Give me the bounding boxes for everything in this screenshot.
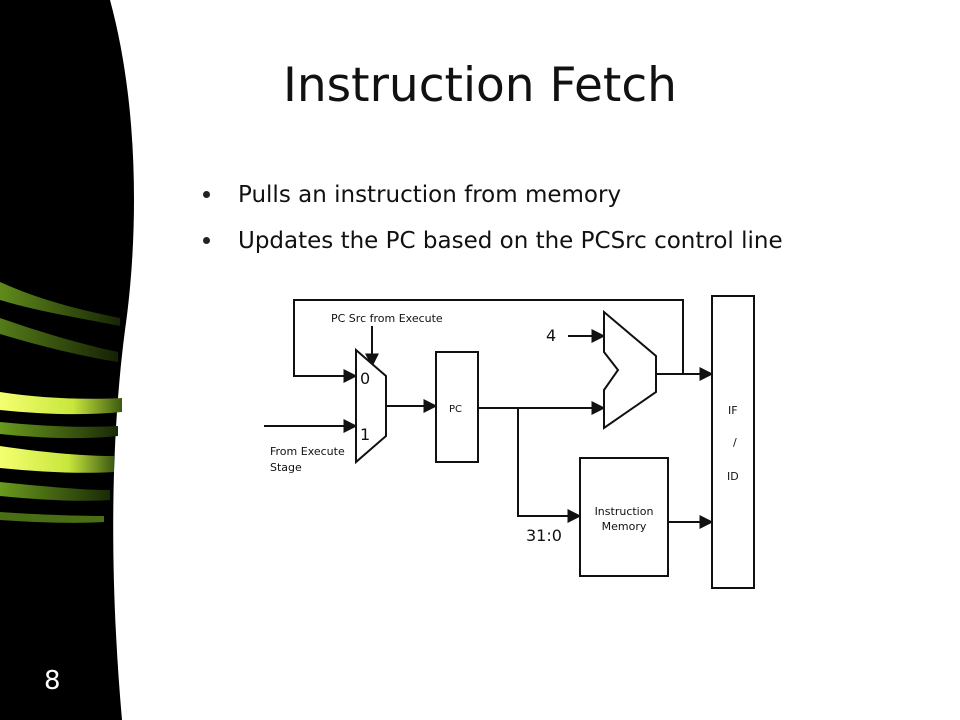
pc-mux: [355, 347, 387, 465]
decorative-sidebar: [0, 0, 135, 720]
pc-label: PC: [449, 404, 462, 415]
ifid-label-bottom: ID: [727, 470, 739, 483]
pc-to-imem-wire: [517, 408, 582, 523]
slide-number: 8: [44, 666, 61, 696]
instruction-memory: [579, 457, 669, 577]
mux-input-1-label: 1: [360, 425, 370, 444]
ifid-label-mid: /: [733, 436, 737, 449]
bit-range-label: 31:0: [526, 526, 562, 545]
imem-label-line2: Memory: [602, 520, 647, 533]
bullet-item: Pulls an instruction from memory: [202, 172, 783, 218]
pc-register: [435, 351, 479, 463]
constant-four-label: 4: [546, 326, 556, 345]
ifid-label-top: IF: [728, 404, 738, 417]
bullet-item: Updates the PC based on the PCSrc contro…: [202, 218, 783, 264]
imem-label-line1: Instruction: [595, 505, 654, 518]
bullet-list: Pulls an instruction from memory Updates…: [202, 172, 783, 264]
mux-input-0-label: 0: [360, 369, 370, 388]
from-execute-label-line2: Stage: [270, 461, 302, 474]
pc-plus-4-feedback-wire: [293, 299, 684, 383]
pc-src-label: PC Src from Execute: [331, 312, 443, 325]
pc-adder: [603, 309, 657, 430]
if-id-register: [711, 295, 755, 589]
from-execute-label-line1: From Execute: [270, 445, 345, 458]
slide-title: Instruction Fetch: [283, 58, 677, 113]
